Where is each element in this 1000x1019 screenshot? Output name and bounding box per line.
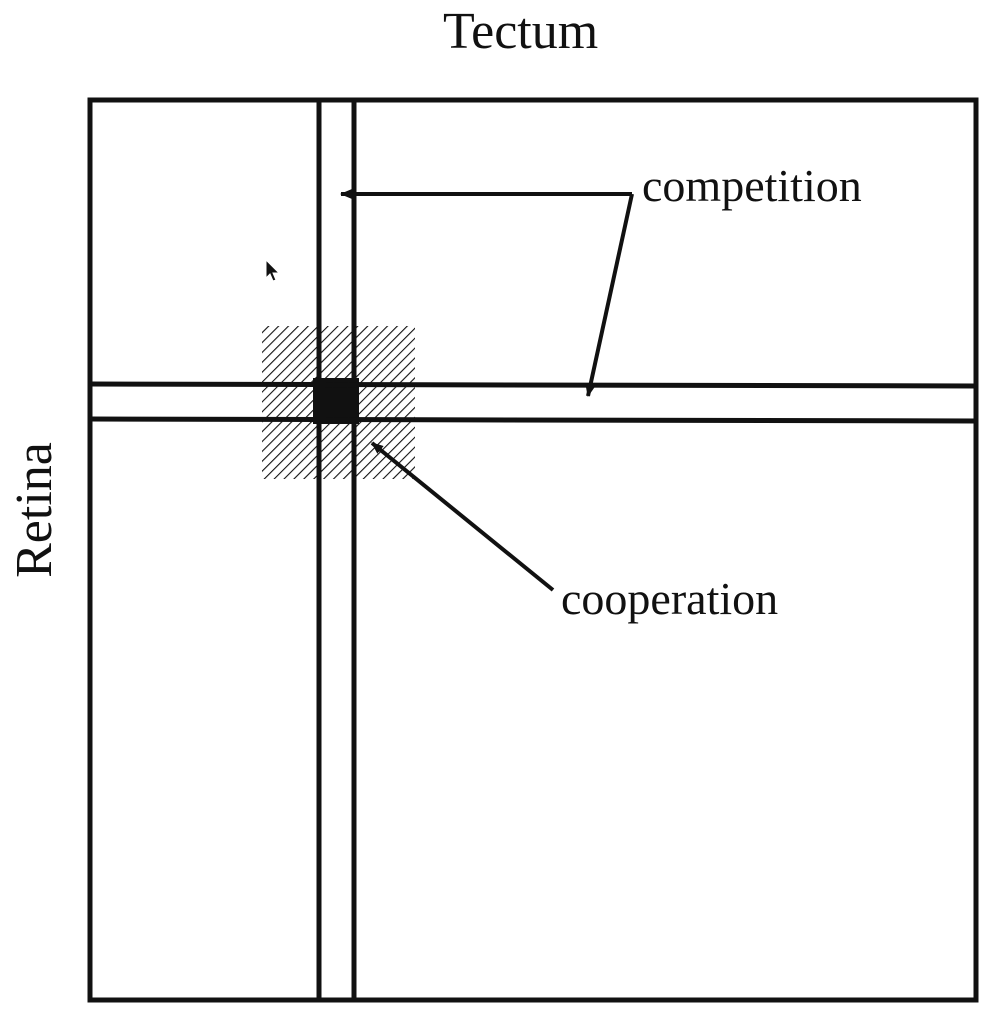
retina-band-bottom-edge bbox=[89, 416, 977, 424]
retina-band-fill bbox=[90, 384, 974, 420]
cooperation-arrow bbox=[370, 441, 555, 592]
competition-arrow-to-row bbox=[585, 193, 634, 397]
mouse-pointer-icon bbox=[265, 258, 281, 282]
matrix-frame bbox=[87, 97, 979, 1003]
tectum-band-fill bbox=[318, 102, 354, 999]
tectum-axis-label: Tectum bbox=[443, 3, 599, 60]
retina-band-top-edge bbox=[89, 381, 977, 389]
competition-label: competition bbox=[642, 160, 862, 211]
cooperation-label: cooperation bbox=[561, 573, 779, 624]
retina-axis-label: Retina bbox=[6, 442, 63, 578]
